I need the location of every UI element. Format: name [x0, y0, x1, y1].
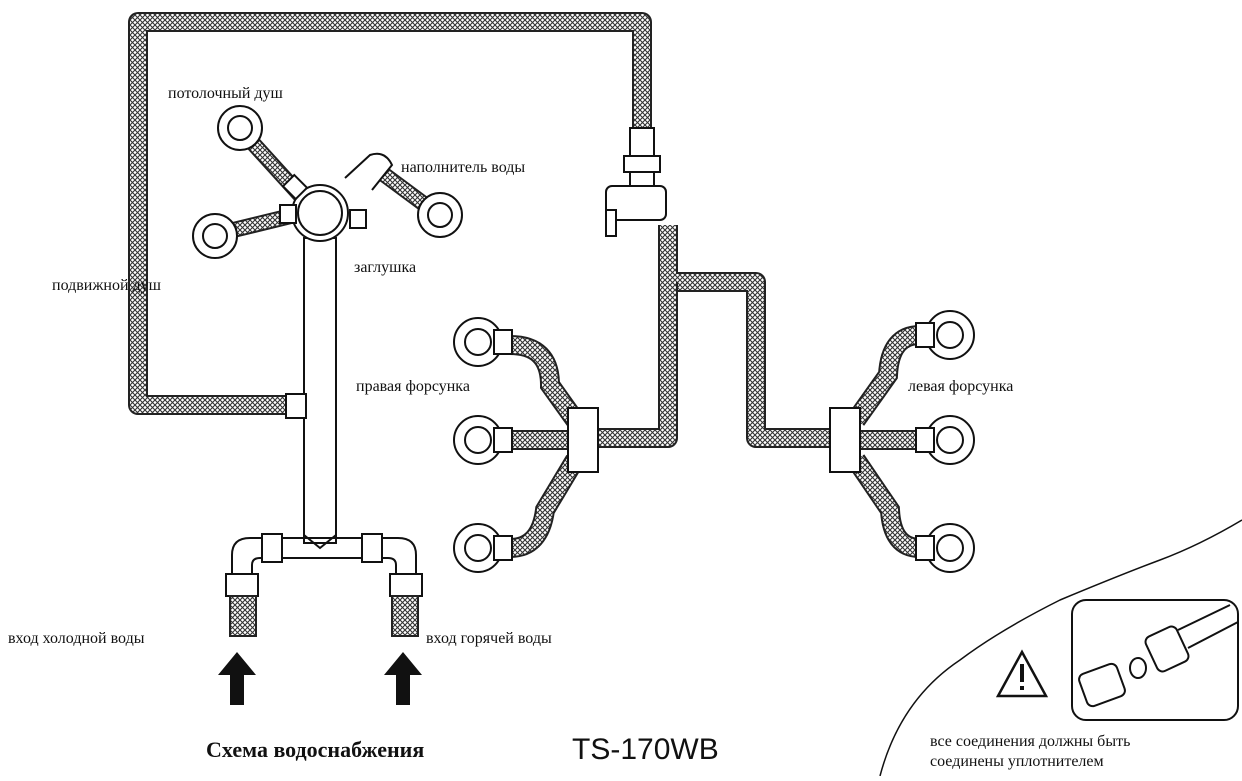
- shower-wall-outlets: [192, 105, 463, 259]
- label-cold-inlet: вход холодной воды: [8, 630, 145, 647]
- label-ceiling-shower: потолочный душ: [168, 85, 283, 102]
- right-nozzle-outlets: [453, 317, 599, 573]
- manifold-nuts: [225, 533, 423, 597]
- riser-pipe: [303, 237, 337, 550]
- label-plug: заглушка: [354, 259, 417, 276]
- inlet-hoses: [229, 595, 419, 637]
- connection-detail-inset: [1071, 599, 1239, 721]
- left-nozzle-outlets: [829, 310, 975, 573]
- model-number: TS-170WB: [572, 733, 719, 766]
- valve: [605, 127, 667, 237]
- label-hot-inlet: вход горячей воды: [426, 630, 552, 647]
- hand-shower-nut: [285, 393, 307, 419]
- label-right-nozzle: правая форсунка: [356, 378, 470, 395]
- right-nozzle-hoses: [509, 335, 584, 558]
- diagram-title: Схема водоснабжения: [206, 737, 425, 762]
- sealant-note: все соединения должны быть соединены упл…: [930, 732, 1130, 772]
- nozzle-supply-hose: [596, 225, 830, 448]
- warning-icon: [995, 649, 1049, 698]
- label-left-nozzle: левая форсунка: [908, 378, 1014, 395]
- label-hand-shower: подвижной душ: [52, 277, 161, 294]
- inlet-manifold: [231, 537, 417, 590]
- sealant-note-line1: все соединения должны быть: [930, 733, 1131, 750]
- note-area-border: [879, 519, 1242, 777]
- label-water-filler: наполнитель воды: [401, 159, 526, 176]
- inlet-arrows: [218, 652, 422, 705]
- main-hose-loop: [128, 12, 652, 415]
- sealant-note-line2: соединены уплотнителем: [930, 753, 1104, 770]
- left-nozzle-hoses: [847, 325, 921, 558]
- shower-hub: [279, 152, 394, 242]
